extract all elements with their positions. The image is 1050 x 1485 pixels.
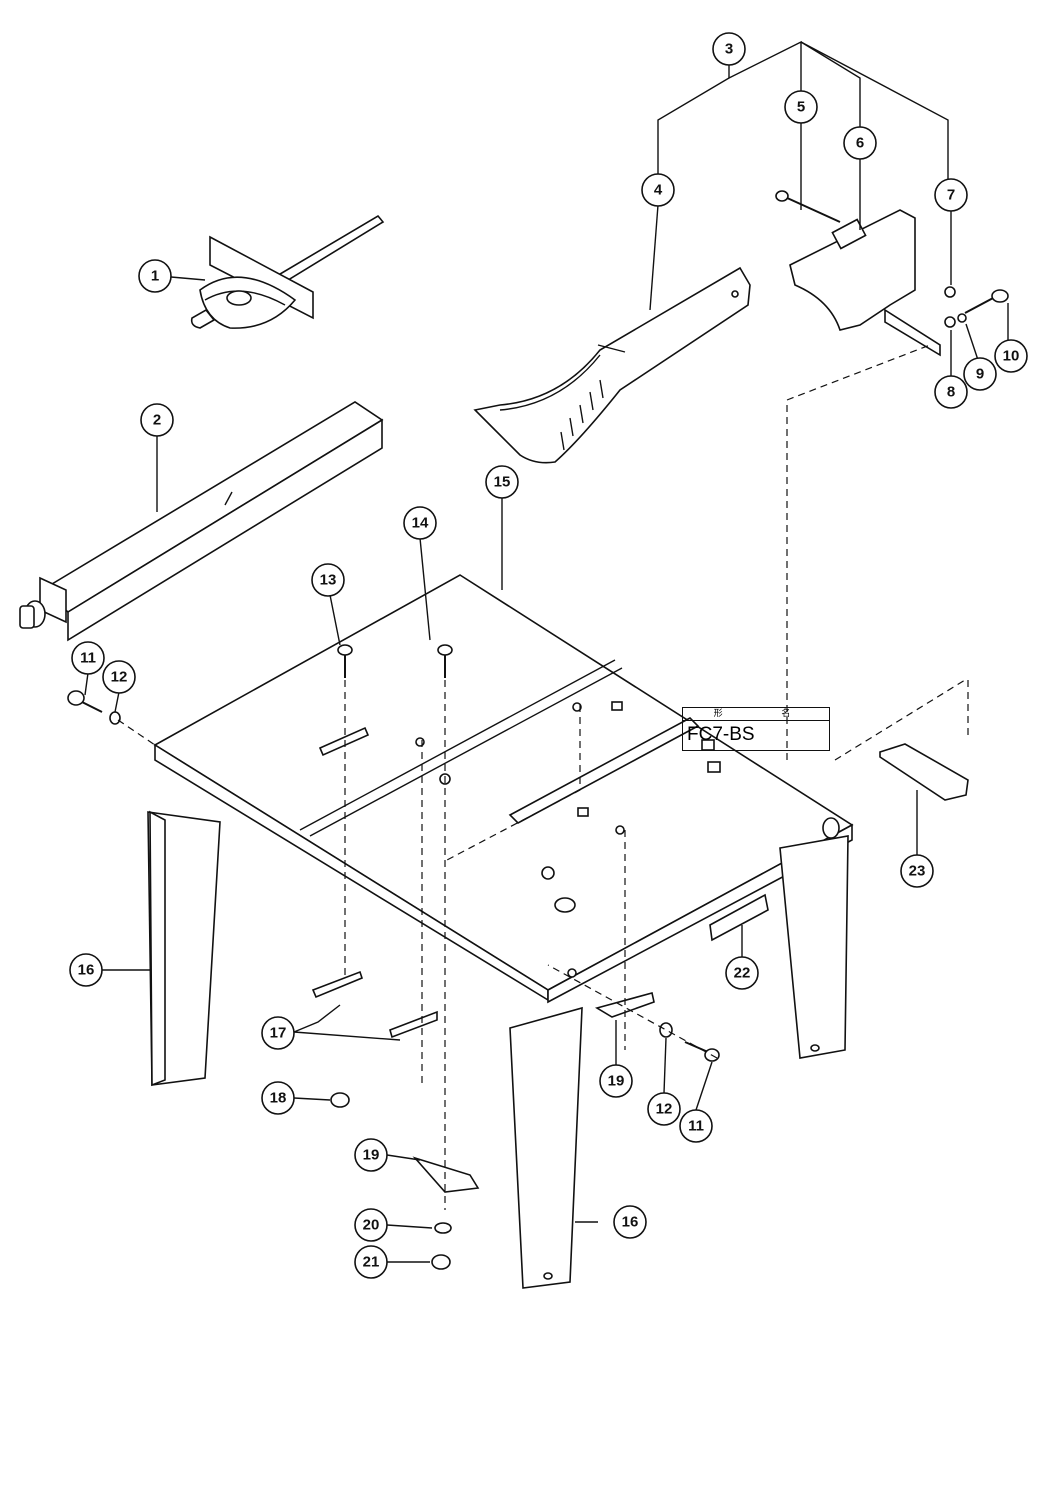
svg-text:18: 18 — [270, 1090, 287, 1107]
svg-text:14: 14 — [412, 515, 429, 532]
svg-text:12: 12 — [656, 1101, 673, 1118]
svg-text:13: 13 — [320, 572, 337, 589]
svg-text:3: 3 — [725, 41, 733, 58]
part-leg-right-rear — [779, 835, 849, 1059]
model-header: 形 名 — [683, 708, 829, 721]
svg-text:11: 11 — [80, 650, 96, 667]
callout-9: 9 — [963, 357, 997, 391]
svg-text:7: 7 — [947, 187, 955, 204]
callout-23: 23 — [900, 854, 934, 888]
callout-18: 18 — [261, 1081, 295, 1115]
alignment-lines — [117, 344, 931, 1210]
svg-text:15: 15 — [494, 474, 511, 491]
callout-12-bottom: 12 — [647, 1092, 681, 1126]
svg-text:16: 16 — [78, 962, 95, 979]
svg-text:16: 16 — [622, 1214, 639, 1231]
callout-2: 2 — [140, 403, 174, 437]
part-leg-right-front — [509, 1006, 583, 1289]
part-label — [709, 893, 769, 942]
model-number: FC7-BS — [687, 724, 755, 745]
svg-text:22: 22 — [734, 965, 751, 982]
svg-text:4: 4 — [654, 182, 663, 199]
callout-15: 15 — [485, 465, 519, 499]
callout-3: 3 — [712, 32, 746, 66]
part-rip-fence — [19, 401, 384, 642]
callout-11-top: 11 — [71, 641, 105, 675]
callout-19-left: 19 — [354, 1138, 388, 1172]
svg-text:9: 9 — [976, 366, 984, 383]
svg-text:20: 20 — [363, 1217, 380, 1234]
callout-17: 17 — [261, 1016, 295, 1050]
svg-text:11: 11 — [688, 1118, 704, 1135]
svg-text:2: 2 — [153, 412, 161, 429]
svg-text:19: 19 — [363, 1147, 380, 1164]
svg-text:12: 12 — [111, 669, 128, 686]
part-table-top — [153, 574, 854, 1004]
callout-1: 1 — [138, 259, 172, 293]
part-guard-bracket — [775, 190, 1009, 357]
leader-lines — [84, 40, 1009, 1263]
svg-text:23: 23 — [909, 863, 926, 880]
part-miter-gauge — [190, 214, 385, 329]
part-guard-arm — [473, 266, 751, 464]
svg-text:8: 8 — [947, 384, 955, 401]
callout-16-left: 16 — [69, 953, 103, 987]
callout-5: 5 — [784, 90, 818, 124]
callout-11-bottom: 11 — [679, 1109, 713, 1143]
callout-7: 7 — [934, 178, 968, 212]
callout-6: 6 — [843, 126, 877, 160]
svg-text:19: 19 — [608, 1073, 625, 1090]
svg-text:6: 6 — [856, 135, 864, 152]
callout-14: 14 — [403, 506, 437, 540]
svg-text:17: 17 — [270, 1025, 287, 1042]
part-fasteners — [67, 644, 720, 1270]
callout-4: 4 — [641, 173, 675, 207]
svg-text:1: 1 — [151, 268, 159, 285]
part-mounting-plate — [879, 743, 969, 801]
callout-21: 21 — [354, 1245, 388, 1279]
part-leg-left — [147, 810, 221, 1087]
callout-13: 13 — [311, 563, 345, 597]
callout-22: 22 — [725, 956, 759, 990]
callout-8: 8 — [934, 375, 968, 409]
callout-20: 20 — [354, 1208, 388, 1242]
callout-16-right: 16 — [613, 1205, 647, 1239]
svg-text:21: 21 — [363, 1254, 380, 1271]
callout-10: 10 — [994, 339, 1028, 373]
model-title-block: 形 名 FC7-BS — [682, 707, 830, 751]
svg-text:10: 10 — [1003, 348, 1020, 365]
callout-19-right: 19 — [599, 1064, 633, 1098]
callout-12-top: 12 — [102, 660, 136, 694]
svg-text:5: 5 — [797, 99, 805, 116]
